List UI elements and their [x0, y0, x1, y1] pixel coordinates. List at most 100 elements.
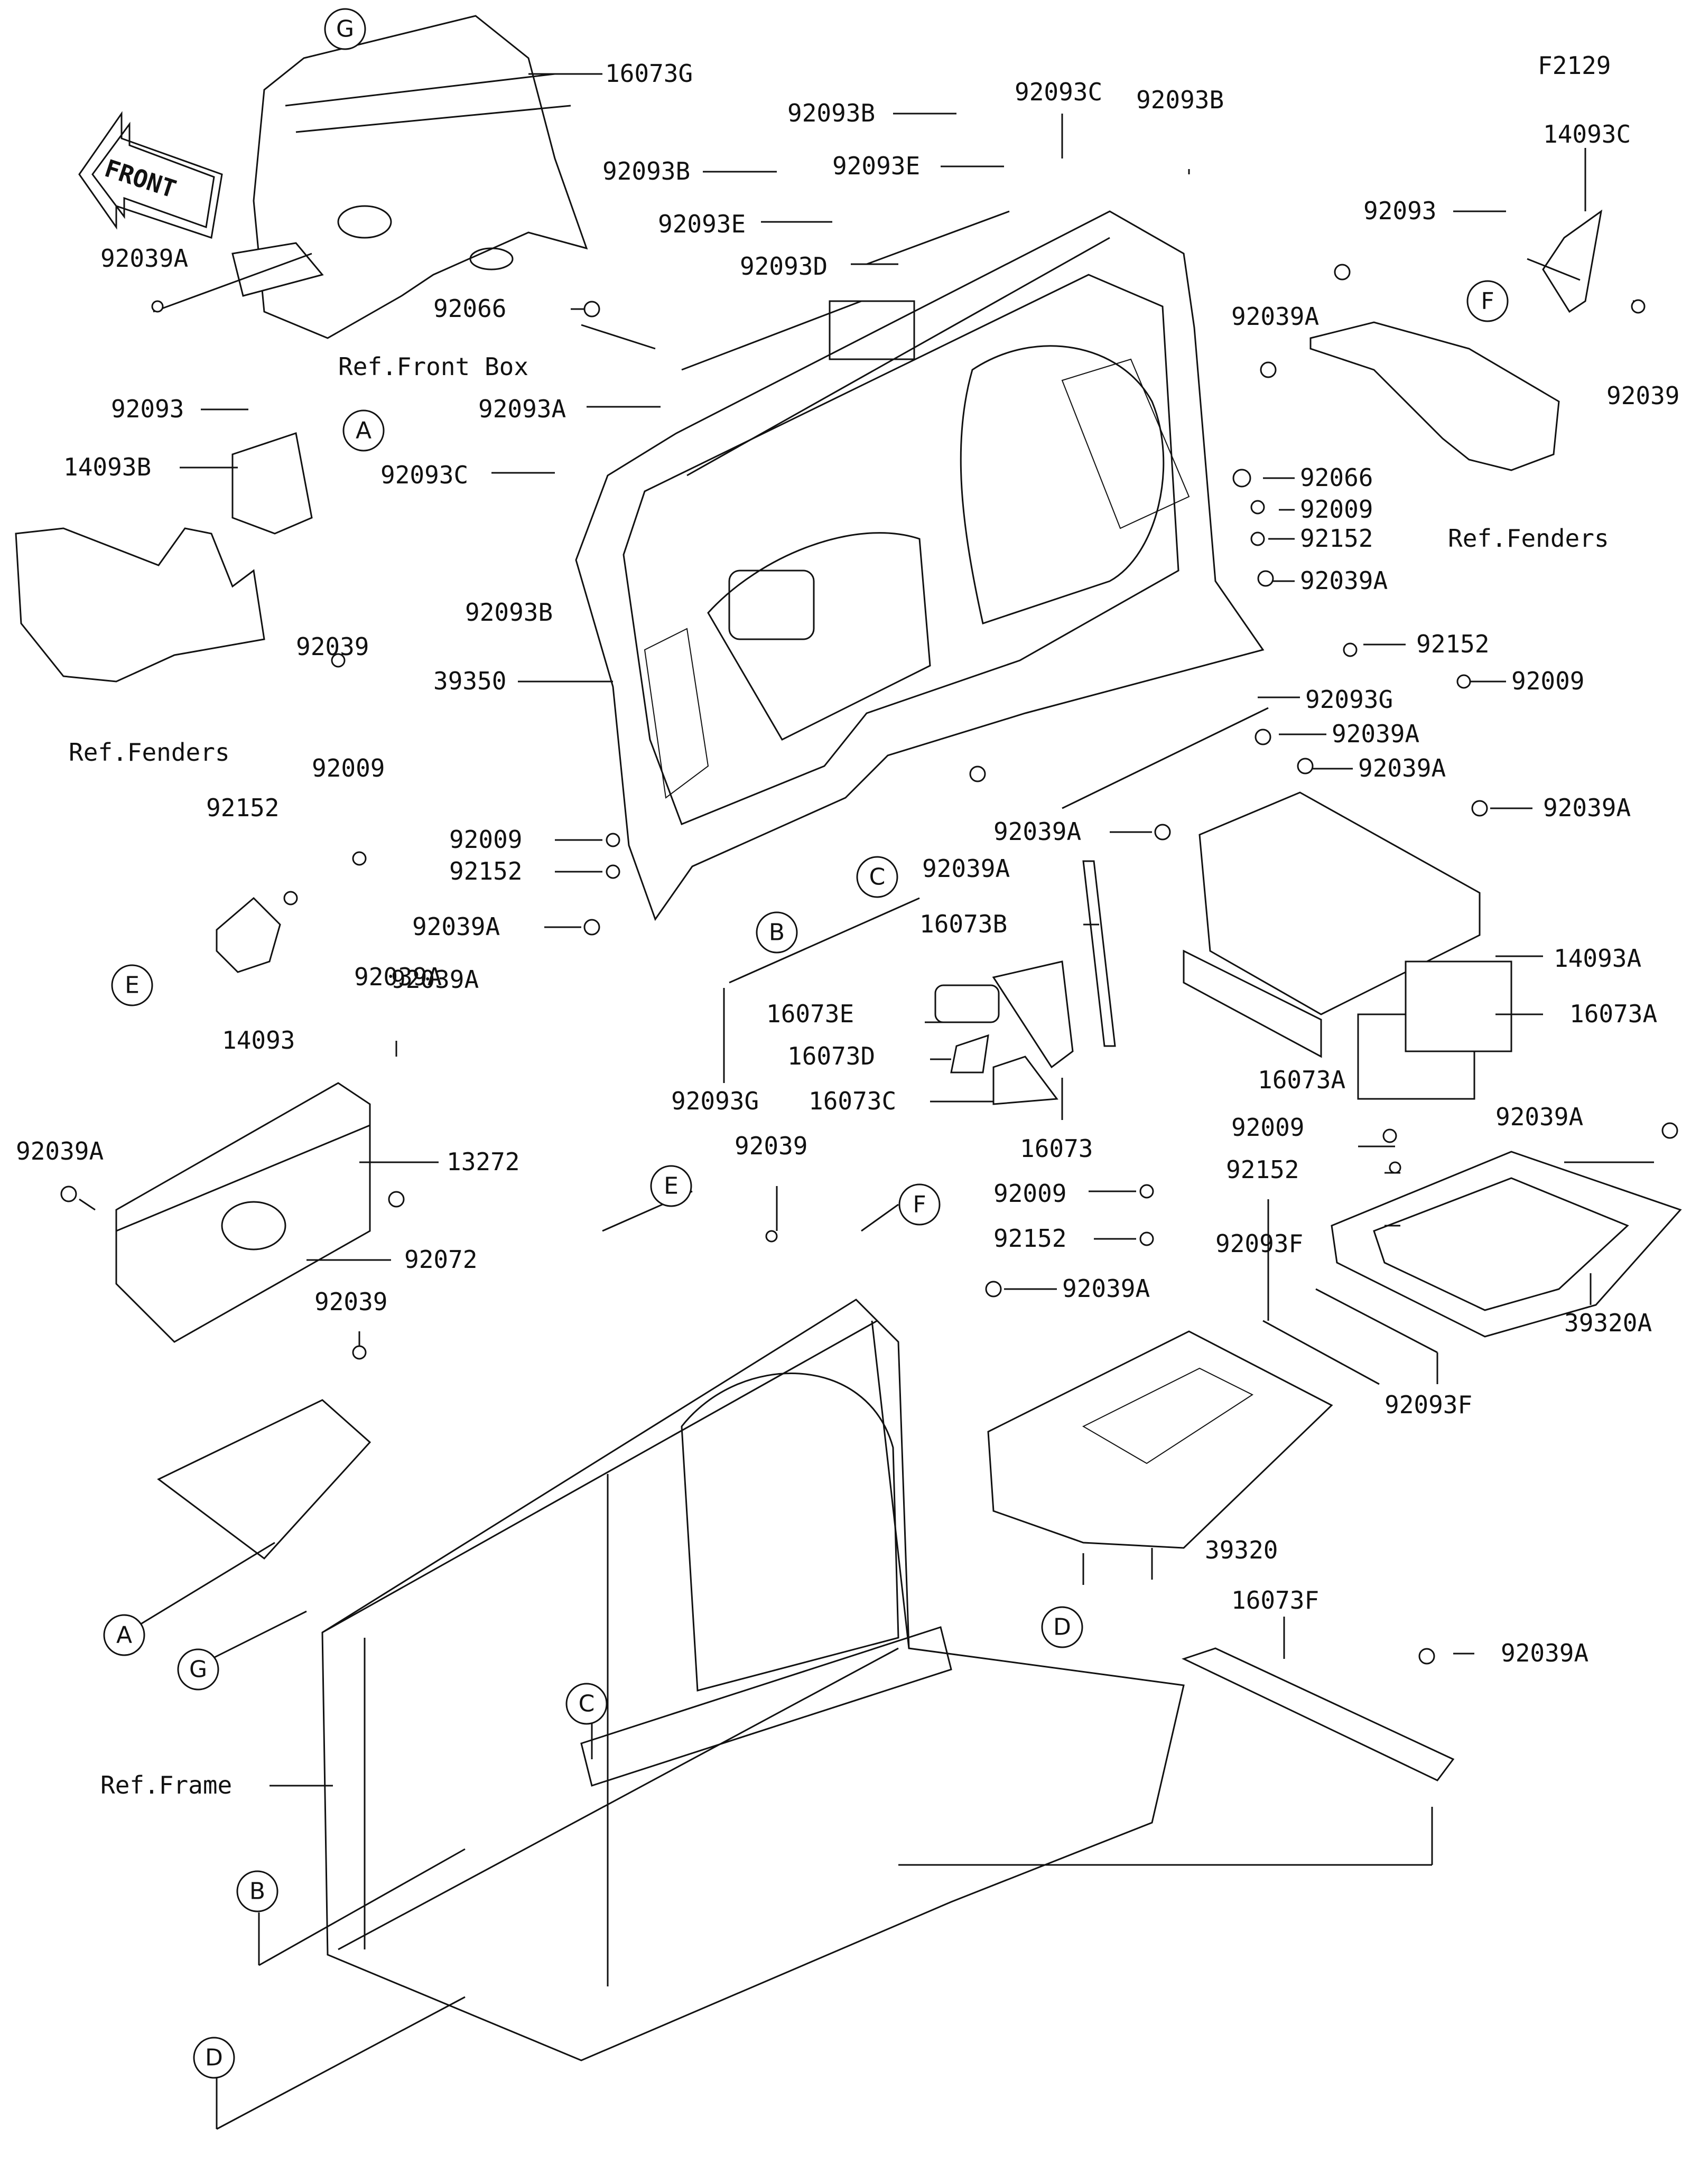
- label-92039-1: 92039: [1606, 381, 1679, 410]
- label-92009-3: 92009: [312, 754, 385, 782]
- label-16073C: 16073C: [809, 1087, 896, 1115]
- floor-tray-14093A: [1183, 791, 1481, 1058]
- bracket-14093: [216, 897, 281, 973]
- strip-92093F-2: [1315, 1288, 1438, 1354]
- label-92093B-1: 92093B: [787, 99, 875, 127]
- callout-A-frame: A: [103, 1614, 145, 1656]
- callout-D-mid-label: D: [1053, 1614, 1071, 1641]
- label-39320A: 39320A: [1564, 1309, 1652, 1337]
- callout-F-top: F: [1466, 280, 1509, 322]
- label-92039A-1: 92039A: [100, 244, 188, 273]
- label-92039A-2: 92039A: [1231, 302, 1319, 331]
- label-92093B-3: 92093B: [602, 157, 690, 185]
- label-14093A: 14093A: [1554, 944, 1641, 973]
- label-16073D: 16073D: [787, 1042, 875, 1070]
- label-92093G-2: 92093G: [671, 1087, 759, 1115]
- label-92152-6: 92152: [993, 1224, 1066, 1253]
- label-92039A-10: 92039A: [391, 965, 479, 994]
- vehicle-frame: [157, 1299, 1185, 2061]
- plate-13272: [115, 1082, 371, 1343]
- callout-G-frame: G: [177, 1648, 219, 1691]
- callout-C-frame: C: [565, 1683, 608, 1725]
- label-92039A-4: 92039A: [1332, 720, 1419, 748]
- label-92093F-1: 92093F: [1215, 1229, 1303, 1258]
- callout-F-frame: F: [898, 1183, 941, 1226]
- left-fender: [15, 432, 313, 683]
- callout-E-left: E: [111, 964, 153, 1006]
- callout-E-frame-label: E: [664, 1173, 679, 1200]
- label-92009-5: 92009: [1231, 1113, 1304, 1142]
- label-39320: 39320: [1205, 1536, 1278, 1564]
- label-92039A-13: 92039A: [1501, 1639, 1588, 1667]
- label-16073A-2: 16073A: [1258, 1066, 1345, 1094]
- seal-16073D: [950, 1034, 989, 1074]
- label-92152-2: 92152: [1416, 630, 1489, 658]
- callout-C-mid: C: [856, 856, 898, 898]
- label-92152-1: 92152: [1300, 524, 1373, 553]
- seal-16073C: [992, 1056, 1058, 1105]
- right-fender: [1309, 209, 1603, 471]
- callout-D-frame-label: D: [205, 2045, 223, 2071]
- callout-F-top-label: F: [1481, 288, 1494, 315]
- callout-F-frame-label: F: [913, 1191, 926, 1218]
- label-39350: 39350: [433, 667, 506, 695]
- mat-16073A-2: [1405, 960, 1512, 1052]
- label-92039A-5: 92039A: [1358, 754, 1446, 782]
- label-92093B-4: 92093B: [465, 598, 553, 627]
- label-92039A-9: 92039A: [412, 912, 500, 941]
- seal-16073B: [1082, 860, 1116, 1047]
- callout-C-mid-label: C: [869, 864, 886, 891]
- label-14093B: 14093B: [63, 453, 151, 481]
- callout-G-top-label: G: [336, 16, 354, 43]
- label-92039A-11: 92039A: [1495, 1103, 1583, 1131]
- seal-16073: [992, 960, 1074, 1069]
- label-92039A-14: 92039A: [16, 1137, 104, 1165]
- strip-92093D: [866, 210, 1010, 265]
- label-92039A-8: 92039A: [922, 854, 1010, 883]
- label-13272: 13272: [447, 1147, 519, 1176]
- leader-lines: [79, 73, 1654, 2130]
- label-16073E: 16073E: [766, 1000, 854, 1028]
- fastener-markers: [60, 264, 1678, 1665]
- strip-92093F-1: [1262, 1320, 1380, 1385]
- label-92039A-12: 92039A: [1062, 1274, 1150, 1303]
- label-16073F: 16073F: [1231, 1586, 1319, 1614]
- label-92009-4: 92009: [449, 825, 522, 854]
- callout-B-mid-label: B: [769, 919, 785, 946]
- label-92093E-2: 92093E: [658, 210, 746, 238]
- floor-plate-39320: [987, 1330, 1333, 1549]
- callout-A-top: A: [342, 409, 385, 452]
- label-16073: 16073: [1020, 1134, 1093, 1163]
- label-92093E-1: 92093E: [832, 152, 920, 180]
- seal-16073E: [934, 984, 1000, 1023]
- strip-92093G-lower: [729, 897, 920, 984]
- strip-92093G-upper: [1062, 707, 1269, 809]
- part-labels: 16073G 92093B 92093C 92093B 14093C 92093…: [16, 59, 1679, 1799]
- label-ref-fenders-left: Ref.Fenders: [69, 738, 230, 767]
- label-92009-1: 92009: [1300, 495, 1373, 524]
- label-92152-3: 92152: [206, 794, 279, 822]
- label-92039-3: 92039: [735, 1132, 807, 1160]
- callout-G-frame-label: G: [189, 1656, 207, 1683]
- label-ref-front-box: Ref.Front Box: [338, 352, 528, 381]
- label-92039A-3: 92039A: [1300, 566, 1388, 595]
- label-16073A-1: 16073A: [1569, 1000, 1657, 1028]
- label-92093C-2: 92093C: [380, 461, 468, 489]
- callout-E-left-label: E: [125, 972, 140, 999]
- label-92093: 92093: [1363, 197, 1436, 225]
- callout-circles: G A F C B E E F D A G C B D: [103, 8, 1509, 2079]
- label-ref-frame: Ref.Frame: [100, 1771, 232, 1799]
- label-92066-2: 92066: [1300, 463, 1373, 492]
- label-92039A-7: 92039A: [993, 817, 1081, 846]
- label-92009-6: 92009: [993, 1179, 1066, 1208]
- label-92039-4: 92039: [314, 1287, 387, 1316]
- callout-D-frame: D: [193, 2037, 235, 2079]
- callout-C-frame-label: C: [579, 1691, 595, 1718]
- callout-B-mid: B: [756, 911, 798, 954]
- panel-16073G: [231, 15, 588, 339]
- label-92009-2: 92009: [1511, 667, 1584, 695]
- figure-code: F2129: [1538, 51, 1611, 80]
- label-14093: 14093: [222, 1026, 295, 1054]
- callout-B-frame: B: [236, 1870, 278, 1912]
